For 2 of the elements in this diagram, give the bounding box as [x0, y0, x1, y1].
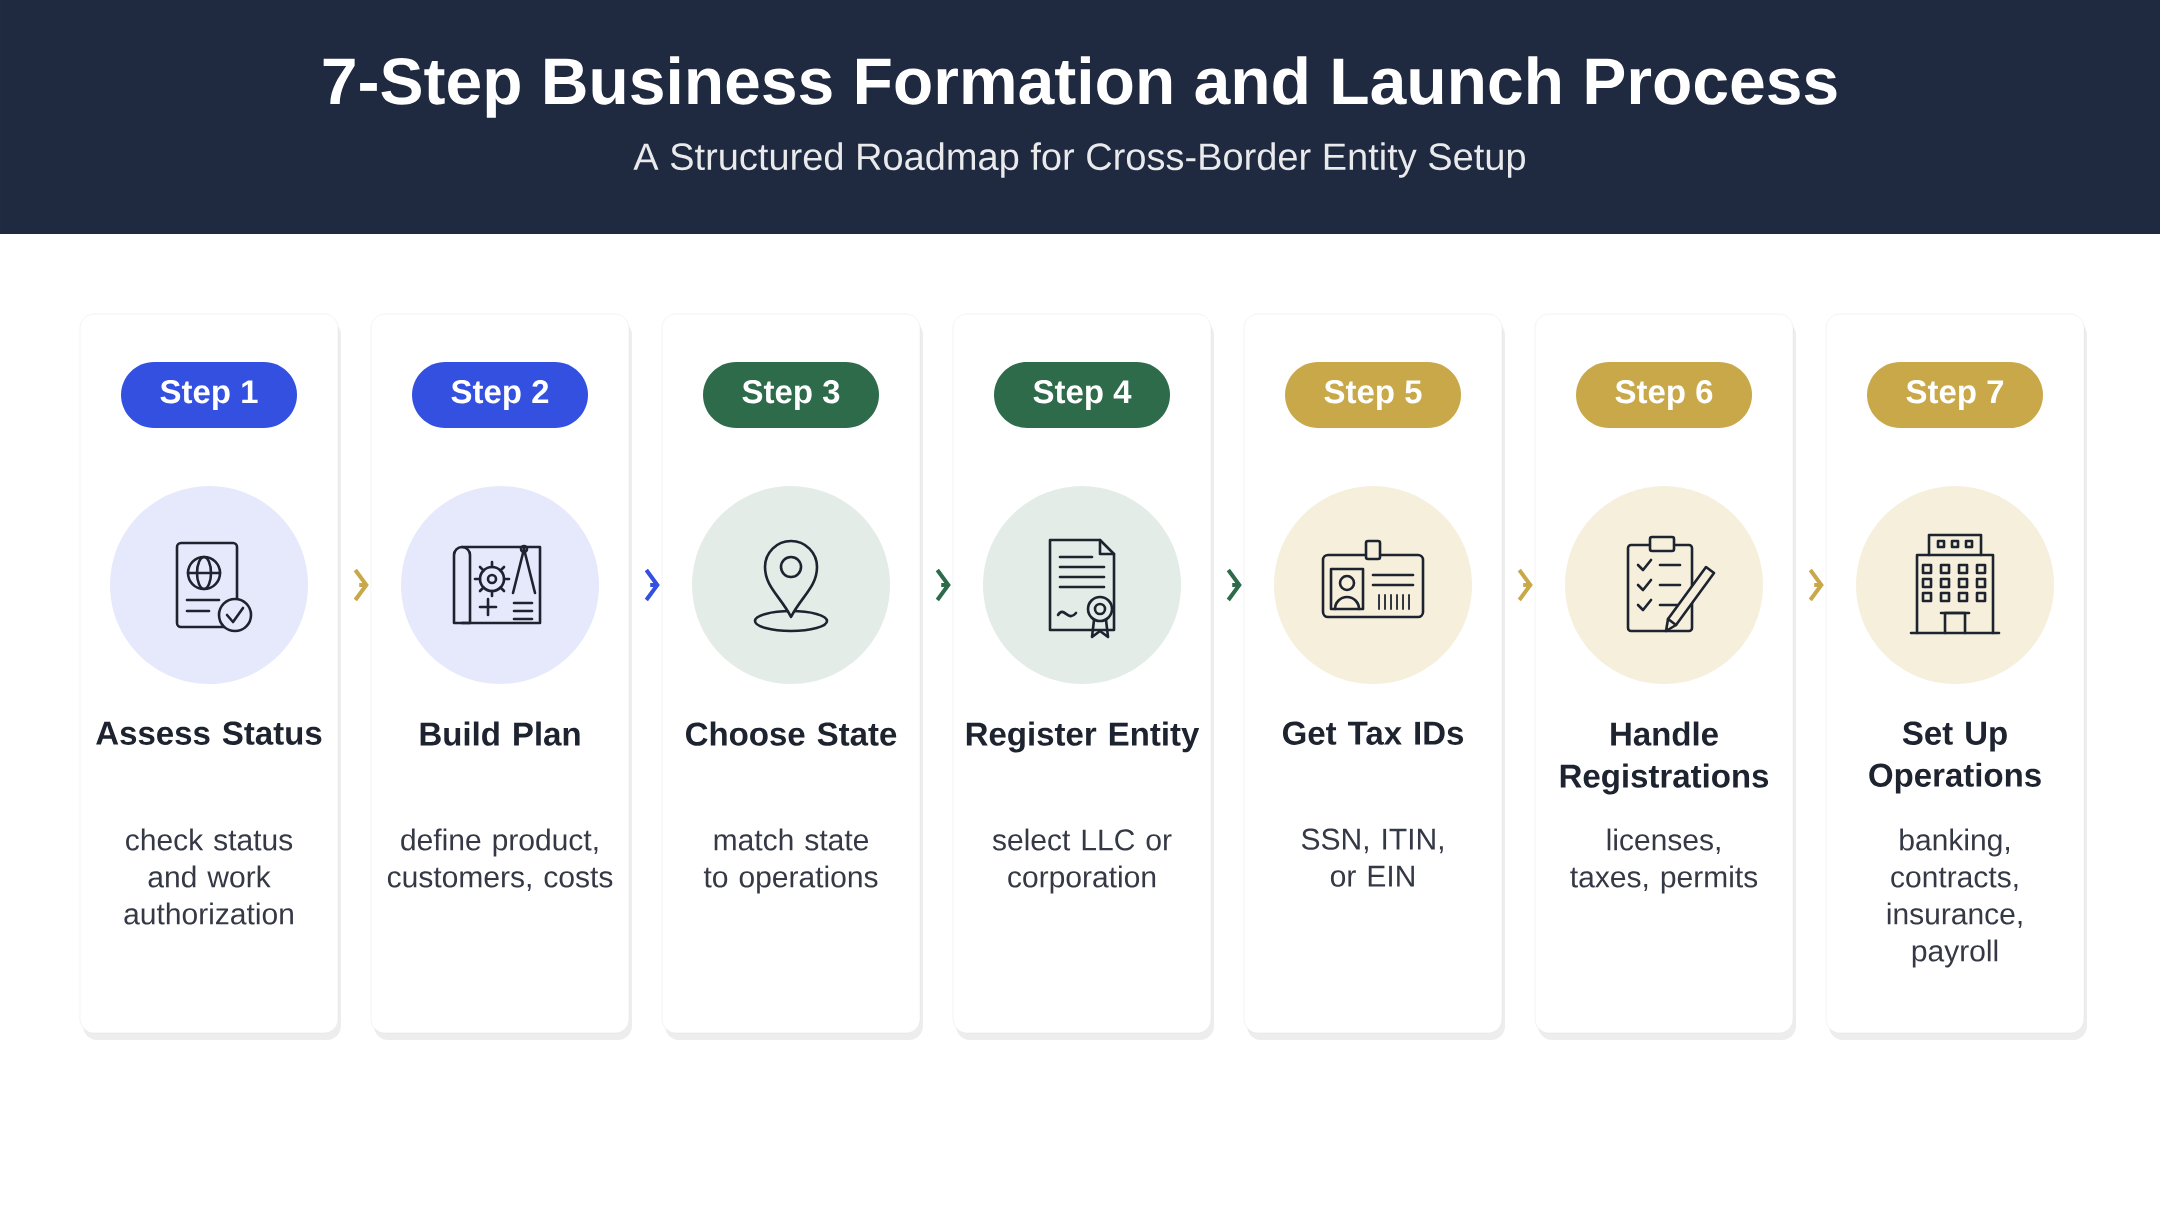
subtitle: A Structured Roadmap for Cross-Border Entity Setup: [633, 142, 1525, 178]
title: 7-Step Business Formation and Launch Process: [323, 56, 1837, 118]
